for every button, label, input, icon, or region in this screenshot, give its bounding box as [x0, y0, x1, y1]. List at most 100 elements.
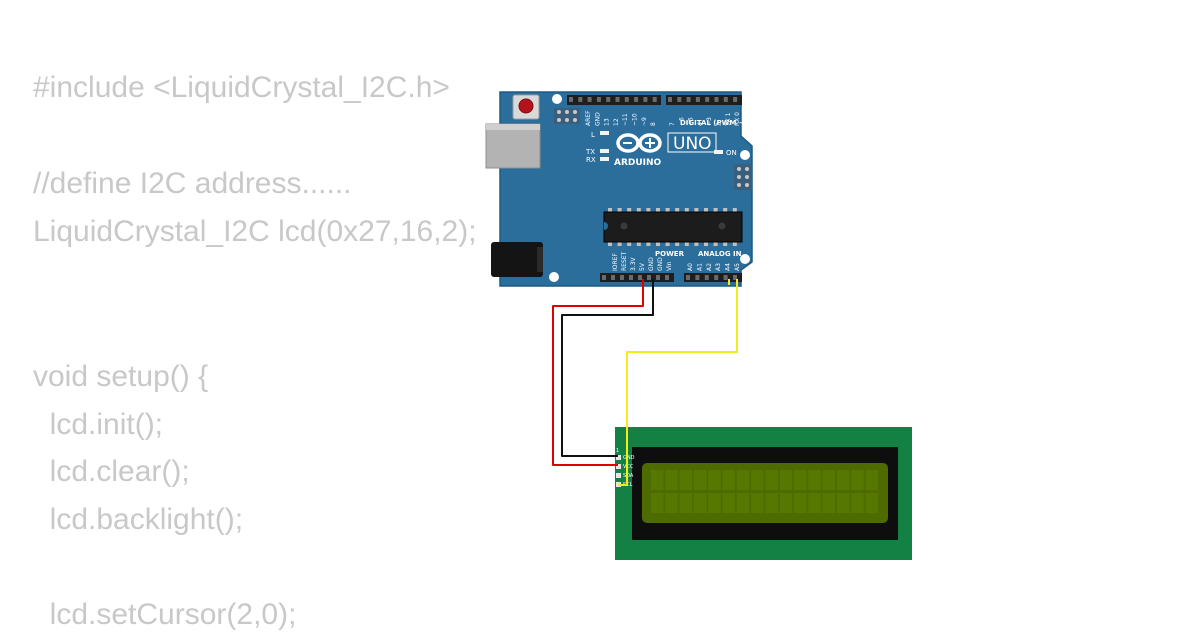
digital-pin-label: GND	[594, 112, 601, 126]
header-pin	[686, 97, 691, 102]
lcd-character-cell	[736, 470, 750, 490]
digital-pin-label: ~9	[641, 117, 648, 126]
lcd-character-cell	[751, 470, 764, 490]
code-line-setup: void setup() {	[33, 360, 209, 393]
power-pin-label: Vin	[666, 261, 673, 271]
header-pin	[714, 275, 719, 280]
arduino-logo-icon	[616, 133, 662, 153]
lcd-character-grid	[651, 470, 878, 513]
digital-pin-label: ~3	[706, 117, 713, 126]
lcd-pin-one-label: 1	[616, 448, 619, 454]
header-pin	[733, 275, 737, 280]
chip-pin	[675, 241, 680, 246]
lcd-character-cell	[808, 470, 821, 490]
lcd-character-cell	[651, 493, 664, 513]
lcd-character-cell	[822, 493, 836, 513]
lcd-character-cell	[836, 493, 850, 513]
chip-pin	[713, 208, 718, 213]
power-pin-label: GND	[648, 257, 655, 271]
header-pin	[695, 275, 700, 280]
chip-pin	[608, 208, 612, 213]
wires	[552, 279, 738, 486]
lcd-character-cell	[794, 470, 807, 490]
lcd-character-cell	[679, 470, 693, 490]
lcd-character-cell	[693, 493, 707, 513]
chip-pin	[713, 241, 718, 246]
reset-button[interactable]	[512, 94, 540, 120]
digital-pin-label: 12	[613, 118, 620, 126]
header-pin	[602, 275, 606, 280]
digital-pin-label: ~6	[678, 117, 685, 126]
chip-pin	[627, 208, 632, 213]
header-pin	[596, 97, 601, 102]
digital-pin-label: 7	[669, 122, 676, 126]
chip-pin	[617, 241, 622, 246]
uno-label: UNO	[673, 134, 712, 154]
header-pin	[665, 275, 669, 280]
digital-pin-label: 8	[650, 122, 657, 126]
header-pin	[714, 97, 719, 102]
power-pin-label: 5V	[639, 262, 646, 271]
lcd-character-cell	[693, 470, 707, 490]
header-pin	[705, 97, 710, 102]
lcd-pin-vcc-label: VCC	[623, 464, 634, 470]
power-jack	[491, 242, 543, 277]
code-line-lcd-object: LiquidCrystal_I2C lcd(0x27,16,2);	[33, 215, 477, 248]
lcd-character-cell	[665, 493, 678, 513]
code-line-comment: //define I2C address......	[33, 167, 352, 200]
analog-pin-label: A4	[725, 263, 732, 271]
chip-pin	[617, 208, 622, 213]
wire-vcc-red[interactable]	[552, 279, 644, 466]
lcd-character-cell	[665, 470, 678, 490]
lcd-character-cell	[851, 470, 864, 490]
analog-header	[684, 273, 742, 282]
icsp-header-right	[734, 164, 752, 190]
uno-label-box	[667, 132, 717, 153]
power-pin-label: IOREF	[612, 253, 619, 271]
digital-pin-label: 4	[697, 122, 704, 126]
header-pin	[723, 275, 728, 280]
code-line-init: lcd.init();	[33, 408, 164, 441]
analog-pin-label: A1	[696, 263, 703, 271]
chip-pin	[704, 208, 708, 213]
lcd-character-cell	[779, 470, 793, 490]
code-line-backlight: lcd.backlight();	[33, 503, 244, 536]
wire-scl-yellow[interactable]	[618, 279, 738, 486]
chip-pin	[636, 241, 641, 246]
header-pin	[620, 275, 624, 280]
arduino-brand-label: ARDUINO	[614, 158, 662, 168]
icsp-header-top	[554, 108, 580, 124]
chip-pin	[656, 208, 660, 213]
chip-pin	[665, 208, 670, 213]
header-pin	[578, 97, 583, 102]
mounting-hole	[740, 254, 750, 264]
lcd-character-cell	[865, 493, 878, 513]
wire-gnd-black[interactable]	[561, 279, 654, 457]
digital-pin-label: ~11	[622, 113, 629, 126]
lcd-character-cell	[722, 470, 735, 490]
chip-pin	[723, 208, 728, 213]
power-pin-label: RESET	[621, 251, 628, 271]
digital-header-right	[666, 95, 742, 105]
led-rx-label: RX	[586, 156, 596, 164]
analog-pin-label: A5	[734, 263, 741, 271]
header-pin	[624, 97, 629, 102]
digital-label: DIGITAL (PWM ~)	[680, 119, 748, 127]
chip-pin	[636, 208, 641, 213]
analog-pin-label: A3	[715, 263, 722, 271]
power-header	[600, 273, 674, 282]
mounting-hole	[549, 272, 559, 282]
lcd-character-cell	[822, 470, 836, 490]
digital-pin-label: ~10	[632, 113, 639, 126]
lcd-1602-module[interactable]: 1 GND VCC SDA SCL	[615, 427, 912, 560]
lcd-character-cell	[679, 493, 693, 513]
header-pin	[587, 97, 592, 102]
header-pin	[647, 275, 651, 280]
chip-pin	[656, 241, 660, 246]
power-pin-label: 3.3V	[630, 256, 637, 271]
analog-label: ANALOG IN	[698, 250, 742, 258]
chip-pin	[704, 241, 708, 246]
digital-header-left	[567, 95, 661, 105]
